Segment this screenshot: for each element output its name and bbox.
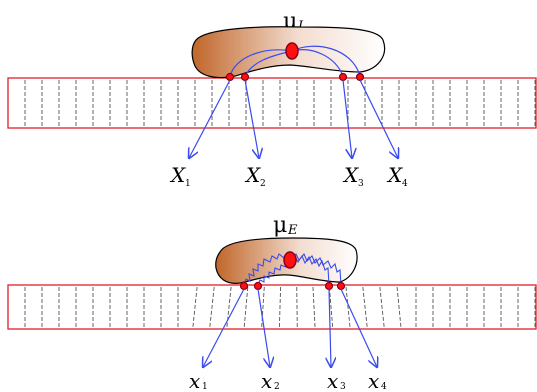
bar-divider xyxy=(345,286,351,328)
bar-divider xyxy=(261,286,265,328)
bottom-label-1-sub: 1 xyxy=(202,382,208,392)
bar-divider xyxy=(379,286,385,328)
bottom-spring-3 xyxy=(289,254,330,286)
bottom-arrow-4 xyxy=(340,288,377,367)
bar-divider xyxy=(296,286,298,328)
top-arrow-4 xyxy=(359,79,398,158)
bottom-contact-node xyxy=(253,281,263,291)
top-contact-node xyxy=(240,72,250,82)
bottom-label-2-sub: 2 xyxy=(274,382,280,392)
top-arrow-1 xyxy=(189,79,231,158)
top-bar xyxy=(7,77,537,129)
top-label-3-sub: 3 xyxy=(358,179,364,189)
top-contact-nodes xyxy=(225,72,365,82)
bottom-labels: x 1 x 2 x 3 x 4 xyxy=(189,369,387,392)
top-label-4: X xyxy=(386,163,403,187)
top-center-node xyxy=(285,42,299,60)
bar-divider xyxy=(328,286,334,328)
top-label-2-sub: 2 xyxy=(260,179,266,189)
bottom-springs xyxy=(243,252,342,286)
top-bar-dashes xyxy=(24,80,536,126)
bottom-spring-1 xyxy=(243,253,291,286)
bottom-bar-dashes xyxy=(24,286,536,328)
top-arrow-3 xyxy=(342,79,352,158)
bottom-contact-node xyxy=(336,281,346,291)
bottom-arrow-3 xyxy=(329,288,331,367)
bar-divider xyxy=(312,286,316,328)
bottom-title-symbol: μ xyxy=(273,213,287,238)
bottom-label-3: x xyxy=(327,369,338,392)
top-arrow-2 xyxy=(244,79,259,158)
bar-divider xyxy=(396,286,402,328)
bottom-spring-2 xyxy=(257,259,291,286)
bottom-label-3-sub: 3 xyxy=(340,382,346,392)
top-labels: X 1 X 2 X 3 X 4 xyxy=(169,163,408,189)
bottom-center-node xyxy=(283,251,297,269)
top-contact-node xyxy=(225,72,235,82)
bottom-label-2: x xyxy=(261,369,272,392)
bar-divider xyxy=(278,286,282,328)
top-label-3: X xyxy=(342,163,359,187)
top-panel: μ L X xyxy=(7,9,537,189)
bottom-panel: μ E x xyxy=(7,213,537,392)
top-label-1-sub: 1 xyxy=(185,179,191,189)
top-label-1: X xyxy=(169,163,186,187)
top-contact-node xyxy=(355,72,365,82)
bottom-contact-node xyxy=(239,281,249,291)
bottom-spring-4 xyxy=(289,252,342,286)
bar-divider xyxy=(192,286,198,328)
bottom-label-4: x xyxy=(368,369,379,392)
bar-divider xyxy=(209,286,215,328)
bottom-arrow-2 xyxy=(257,288,270,367)
top-label-2: X xyxy=(244,163,261,187)
bottom-arrow-1 xyxy=(203,288,245,367)
top-label-4-sub: 4 xyxy=(402,179,408,189)
top-contact-node xyxy=(338,72,348,82)
bottom-label-1: x xyxy=(189,369,200,392)
top-arrows xyxy=(189,79,398,158)
bar-divider xyxy=(243,286,249,328)
bottom-label-4-sub: 4 xyxy=(381,382,387,392)
bottom-title-subscript: E xyxy=(287,223,298,238)
bar-divider xyxy=(362,286,368,328)
bottom-bar xyxy=(7,284,537,330)
bottom-contact-node xyxy=(324,281,334,291)
bottom-arrows xyxy=(203,288,377,367)
